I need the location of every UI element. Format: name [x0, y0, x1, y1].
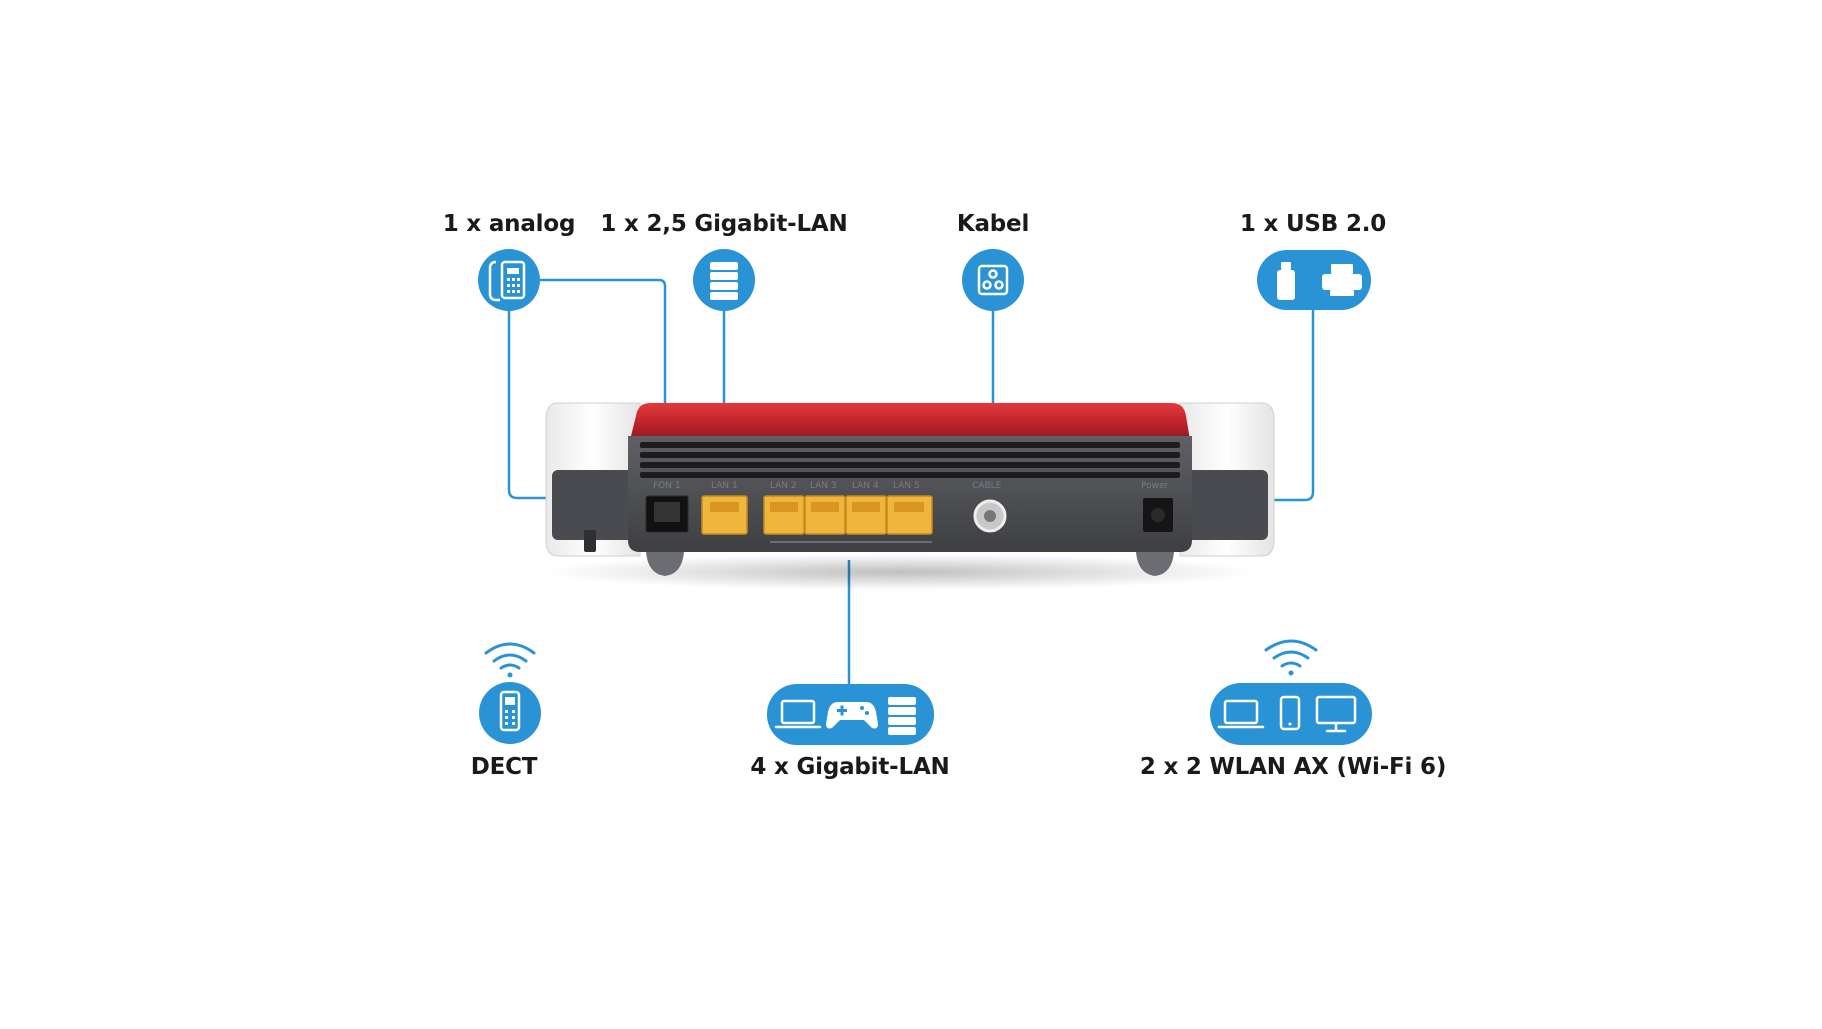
router-left-panel [552, 470, 642, 540]
printer-icon [1322, 264, 1362, 296]
router-vents [640, 442, 1180, 478]
lan-port-5 [886, 495, 933, 535]
lan-port-details [710, 502, 924, 512]
router-foot-left [646, 552, 684, 576]
monitor-icon [1315, 695, 1357, 733]
wlan-group [1210, 639, 1372, 745]
router-right-panel [1178, 470, 1268, 540]
lan25-badge [693, 249, 755, 311]
lan-port-2 [763, 495, 805, 535]
port-label-lan5: LAN 5 [893, 481, 920, 491]
port-label-lan3: LAN 3 [810, 481, 837, 491]
server-icon [710, 262, 738, 300]
smartphone-icon [1279, 695, 1301, 731]
cordless-phone-icon [499, 690, 521, 732]
label-usb: 1 x USB 2.0 [1239, 211, 1387, 237]
lan-port-4 [845, 495, 887, 535]
coax-socket-icon [977, 264, 1009, 296]
router-foot-right [1136, 552, 1174, 576]
laptop-icon [1217, 699, 1265, 729]
port-label-cable: CABLE [972, 481, 1002, 491]
wifi-icon [484, 642, 536, 678]
power-port-socket [1151, 508, 1165, 522]
label-lan25: 1 x 2,5 Gigabit-LAN [600, 211, 848, 237]
router-red-top [630, 403, 1190, 440]
laptop-icon [774, 699, 822, 729]
connector-usb [1272, 306, 1315, 502]
fon-port-inner [654, 502, 680, 522]
server-icon [888, 697, 916, 735]
connector-analog-to-side [507, 306, 548, 500]
connector-analog-to-fon [536, 278, 667, 468]
label-kabel: Kabel [956, 211, 1030, 237]
gamepad-icon [826, 702, 878, 729]
label-analog: 1 x analog [442, 211, 576, 237]
usb-stick-icon [1277, 262, 1295, 300]
usb-badge [1257, 250, 1371, 310]
router-port-labels: FON 1 LAN 1 LAN 2 LAN 3 LAN 4 LAN 5 CABL… [653, 481, 1169, 491]
router-shadow [540, 554, 1260, 590]
label-dect: DECT [470, 754, 538, 780]
port-label-lan4: LAN 4 [852, 481, 879, 491]
port-label-fon1: FON 1 [653, 481, 681, 491]
kabel-badge [962, 249, 1024, 311]
analog-badge [478, 249, 540, 311]
router-foot-left-side [584, 530, 596, 552]
port-label-lan1: LAN 1 [711, 481, 738, 491]
label-lan4: 4 x Gigabit-LAN [750, 754, 950, 780]
lan-port-1 [701, 495, 748, 535]
lan-port-3 [804, 495, 846, 535]
port-label-lan2: LAN 2 [770, 481, 797, 491]
coax-port-center [984, 510, 996, 522]
wifi-icon [1264, 639, 1318, 676]
port-label-power: Power [1141, 481, 1169, 491]
phone-icon [488, 260, 526, 302]
lan4-badge [767, 684, 934, 745]
dect-group [479, 642, 541, 744]
label-wlan: 2 x 2 WLAN AX (Wi-Fi 6) [1139, 754, 1447, 780]
lan-ports [701, 495, 933, 535]
router: FON 1 LAN 1 LAN 2 LAN 3 LAN 4 LAN 5 CABL… [540, 402, 1275, 590]
